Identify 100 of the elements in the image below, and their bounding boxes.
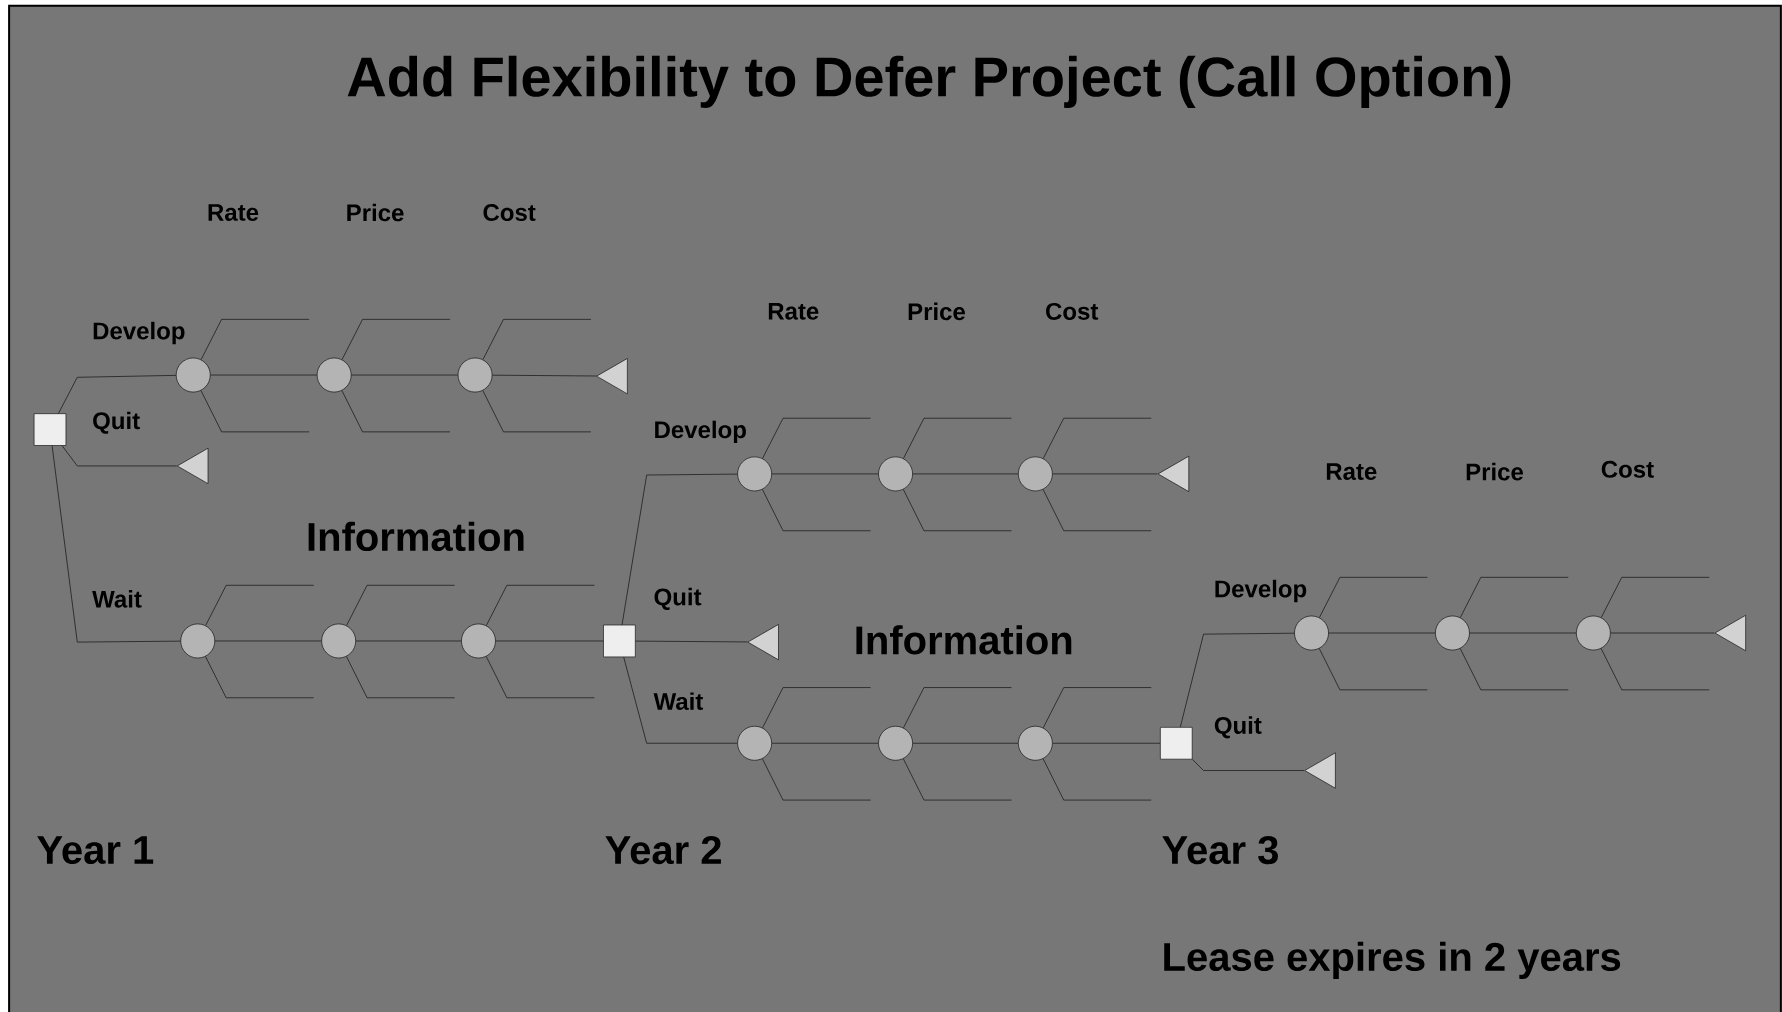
chance-circle [461, 623, 496, 659]
branch-line [762, 687, 871, 729]
end-triangle [1304, 752, 1336, 789]
decision-box [33, 413, 67, 446]
branch-line [341, 390, 451, 433]
branch-line [351, 374, 459, 376]
branch-line [1052, 473, 1158, 475]
branch-line [1610, 632, 1715, 634]
title: Add Flexibility to Defer Project (Call Option) [347, 55, 1511, 108]
chance-circle [180, 623, 216, 659]
column-label: Cost [1046, 302, 1099, 320]
branch-line [903, 417, 1012, 459]
year-label: Year 2 [605, 835, 721, 865]
branch-line [903, 687, 1012, 729]
column-label: Rate [1326, 463, 1377, 481]
column-label: Rate [208, 204, 259, 221]
chance-circle [1018, 456, 1053, 492]
end-triangle [1714, 615, 1746, 652]
end-triangle [747, 624, 779, 661]
note-text: Lease expires in 2 years [1164, 941, 1621, 979]
branch-line [200, 390, 310, 433]
branch-line [492, 374, 597, 377]
chance-circle [321, 623, 357, 659]
end-triangle [1157, 455, 1190, 492]
branch-line [346, 585, 455, 626]
branch-label: Wait [92, 590, 142, 608]
branch-line [635, 640, 748, 643]
branch-line [205, 656, 314, 699]
branch-line [1600, 577, 1710, 618]
column-label: Cost [1601, 460, 1654, 478]
chance-circle [737, 725, 772, 761]
branch-line [1042, 489, 1152, 532]
branch-line [210, 374, 318, 376]
branch-line [1459, 648, 1569, 691]
chance-circle [1018, 725, 1053, 761]
branch-label: Quit [93, 411, 140, 434]
chance-circle [1576, 615, 1611, 651]
chance-circle [878, 456, 913, 492]
chance-circle [175, 357, 211, 393]
branch-line [762, 758, 871, 801]
branch-line [771, 743, 879, 744]
branch-label: Wait [653, 692, 704, 711]
branch-label: Develop [93, 321, 185, 345]
branch-line [214, 640, 322, 642]
branch-line [912, 743, 1019, 744]
branch-line [1042, 417, 1152, 459]
branch-line [51, 445, 181, 643]
branch-line [1052, 743, 1161, 744]
branch-line [495, 640, 604, 642]
column-label: Price [1466, 462, 1523, 481]
branch-line [1328, 632, 1436, 634]
information-label: Information [856, 625, 1072, 655]
branch-line [355, 640, 462, 642]
chance-circle [1294, 615, 1329, 651]
decision-box [603, 624, 636, 658]
branch-line [1318, 648, 1428, 691]
chance-circle [1435, 615, 1470, 651]
year-label: Year 1 [37, 836, 154, 865]
branch-line [1042, 758, 1152, 801]
information-label: Information [308, 521, 524, 552]
branch-label: Quit [1214, 716, 1262, 739]
branch-line [903, 489, 1012, 532]
end-triangle [177, 447, 209, 484]
branch-line [1042, 687, 1152, 729]
chance-circle [316, 357, 352, 393]
branch-line [1600, 648, 1710, 691]
year-label: Year 3 [1162, 835, 1278, 865]
end-triangle [596, 358, 628, 395]
branch-line [482, 390, 592, 433]
chance-circle [457, 357, 493, 393]
branch-line [771, 473, 879, 475]
branch-label: Develop [655, 420, 746, 444]
branch-label: Quit [654, 587, 702, 610]
branch-line [621, 473, 738, 626]
chance-circle [878, 725, 913, 761]
branch-line [205, 585, 314, 626]
branch-label: Develop [1215, 579, 1307, 603]
branch-line [903, 758, 1012, 801]
column-label: Price [347, 203, 404, 222]
branch-line [485, 656, 595, 699]
branch-line [762, 417, 871, 459]
column-label: Rate [768, 303, 819, 320]
decision-box [1160, 727, 1193, 760]
branch-line [486, 585, 595, 626]
branch-line [623, 656, 738, 744]
branch-line [1180, 632, 1295, 728]
branch-line [1460, 577, 1569, 618]
chance-circle [737, 456, 772, 492]
branch-line [341, 319, 451, 360]
branch-line [346, 656, 455, 699]
branch-line [762, 489, 871, 532]
column-label: Cost [483, 204, 536, 222]
branch-line [61, 445, 177, 467]
branch-line [58, 375, 177, 414]
branch-line [912, 473, 1019, 475]
branch-line [1192, 759, 1305, 771]
branch-line [200, 319, 310, 360]
branch-line [1319, 577, 1428, 618]
column-label: Price [908, 302, 965, 321]
branch-line [1469, 632, 1577, 634]
